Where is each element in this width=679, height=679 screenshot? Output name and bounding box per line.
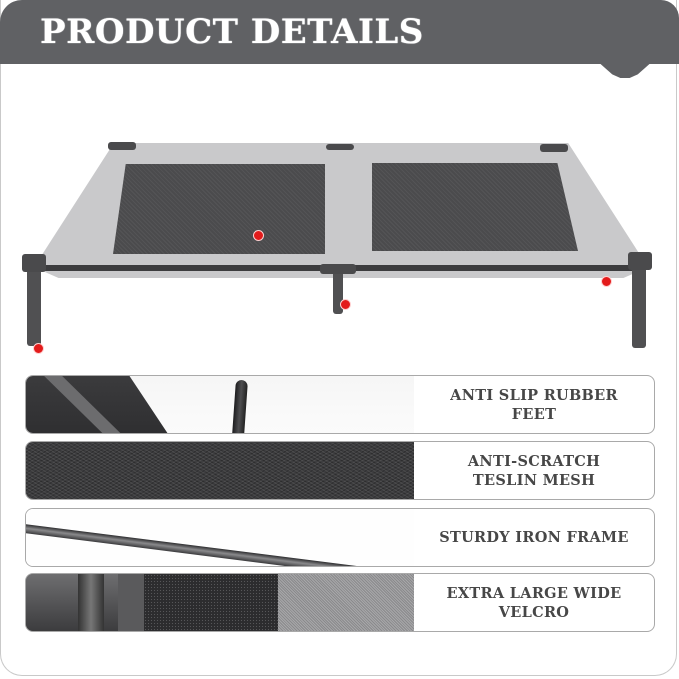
feature-card-rubber-feet: ANTI SLIP RUBBER FEET	[25, 375, 655, 434]
rubber-foot-image	[26, 376, 414, 433]
product-image	[0, 130, 679, 360]
mesh-panel-left	[113, 164, 325, 254]
leg-front-left	[27, 258, 41, 346]
middle-leg-hotspot[interactable]	[340, 299, 351, 310]
iron-tube-image	[26, 509, 434, 566]
mesh-hotspot[interactable]	[253, 230, 264, 241]
feature-card-iron-frame: STURDY IRON FRAME	[25, 508, 655, 567]
velcro-strap-image	[26, 574, 414, 631]
mesh-fabric-image	[26, 442, 414, 499]
feature-label: ANTI-SCRATCH TESLIN MESH	[467, 452, 601, 489]
corner-joint	[108, 142, 136, 150]
front-left-foot-hotspot[interactable]	[33, 343, 44, 354]
mesh-panel-right	[372, 163, 578, 251]
center-joint	[320, 264, 356, 274]
feature-label: ANTI SLIP RUBBER FEET	[450, 386, 618, 423]
feature-label: STURDY IRON FRAME	[439, 529, 629, 546]
feature-card-velcro: EXTRA LARGE WIDE VELCRO	[25, 573, 655, 632]
feature-card-mesh: ANTI-SCRATCH TESLIN MESH	[25, 441, 655, 500]
front-right-frame-hotspot[interactable]	[601, 276, 612, 287]
corner-joint	[540, 144, 568, 152]
feature-label: EXTRA LARGE WIDE VELCRO	[446, 584, 622, 621]
center-joint	[326, 144, 354, 150]
corner-joint	[22, 254, 46, 272]
leg-middle	[333, 270, 343, 314]
page-title: PRODUCT DETAILS	[40, 12, 424, 52]
header-banner: PRODUCT DETAILS	[0, 0, 679, 64]
leg-front-right	[632, 255, 646, 348]
corner-joint	[628, 252, 652, 270]
